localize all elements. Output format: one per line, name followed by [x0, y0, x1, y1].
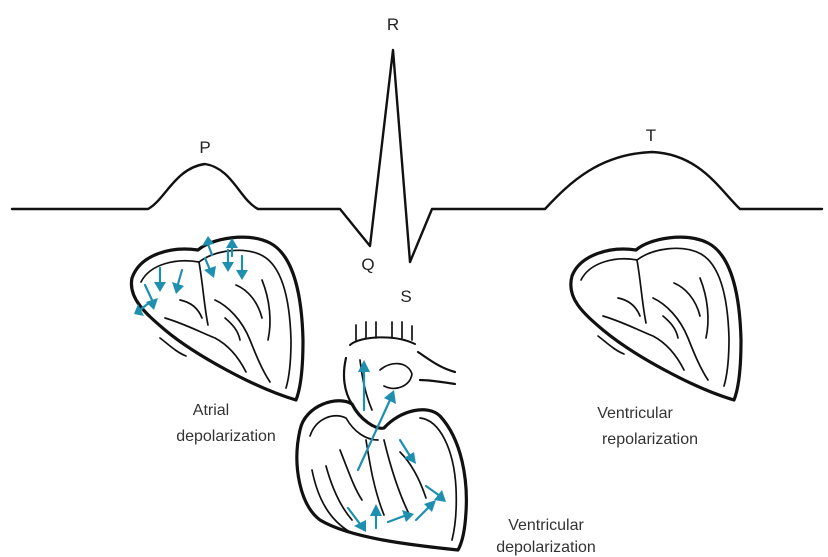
- repolarization-caption-line1: Ventricular: [597, 405, 673, 422]
- ventricular-depolarization-caption-line2: depolarization: [496, 539, 596, 556]
- ecg-waveform: [12, 50, 822, 262]
- atrial-caption-line1: Atrial: [193, 402, 229, 419]
- q-wave-label: Q: [361, 255, 374, 274]
- t-wave-label: T: [646, 126, 656, 145]
- ventricular-depolarization-arrows: [348, 360, 446, 532]
- r-wave-label: R: [387, 15, 399, 34]
- ventricular-repolarization-heart: [571, 237, 741, 400]
- ventricular-depolarization-caption-line1: Ventricular: [508, 517, 584, 534]
- p-wave-label: P: [199, 138, 210, 157]
- atrial-caption-line2: depolarization: [176, 428, 276, 445]
- atrial-depolarization-heart: [131, 237, 303, 400]
- s-wave-label: S: [400, 287, 411, 306]
- repolarization-caption-line2: repolarization: [602, 431, 698, 448]
